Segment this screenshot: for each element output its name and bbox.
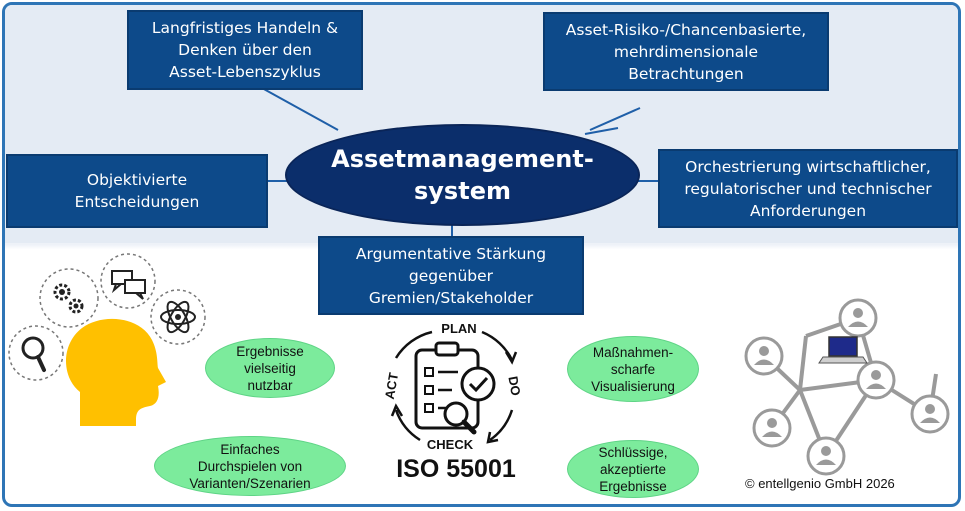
atom-icon: [150, 289, 206, 345]
benefit-consistent-results: Schlüssige, akzeptierte Ergebnisse: [567, 440, 699, 498]
clipboard-checklist-icon: [414, 341, 496, 435]
network-person-glyphs: [754, 308, 940, 465]
connector-top-right-2: [589, 107, 641, 131]
magnifier-icon: [8, 325, 64, 381]
benefit-measure-visualization: Maßnahmen- scharfe Visualisierung: [567, 336, 699, 402]
head-silhouette-icon: [66, 318, 166, 426]
network-nodes: [744, 298, 950, 476]
box-risk-opportunity: Asset-Risiko-/Chancenbasierte, mehrdimen…: [543, 12, 829, 91]
iso-standard-label: ISO 55001: [396, 455, 516, 483]
pdca-arrows: [390, 330, 518, 444]
connector-top-right: [584, 127, 619, 135]
pdca-plan-label: PLAN: [441, 321, 477, 336]
gears-icon: [39, 268, 99, 328]
box-orchestration: Orchestrierung wirtschaftlicher, regulat…: [658, 149, 958, 228]
laptop-icon: [818, 336, 868, 364]
copyright-notice: © entellgenio GmbH 2026: [745, 476, 895, 491]
benefit-results-usable: Ergebnisse vielseitig nutzbar: [205, 338, 335, 398]
pdca-check-label: CHECK: [426, 437, 474, 452]
chat-bubbles-icon: [100, 253, 156, 309]
box-lifecycle-thinking: Langfristiges Handeln & Denken über den …: [127, 10, 363, 90]
center-oval-assetmanagement: Assetmanagement- system: [285, 124, 640, 226]
box-objective-decisions: Objektivierte Entscheidungen: [6, 154, 268, 228]
connector-top-left: [261, 87, 339, 131]
box-argumentative-strength: Argumentative Stärkung gegenüber Gremien…: [318, 236, 584, 315]
benefit-scenario-play: Einfaches Durchspielen von Varianten/Sze…: [154, 436, 346, 496]
